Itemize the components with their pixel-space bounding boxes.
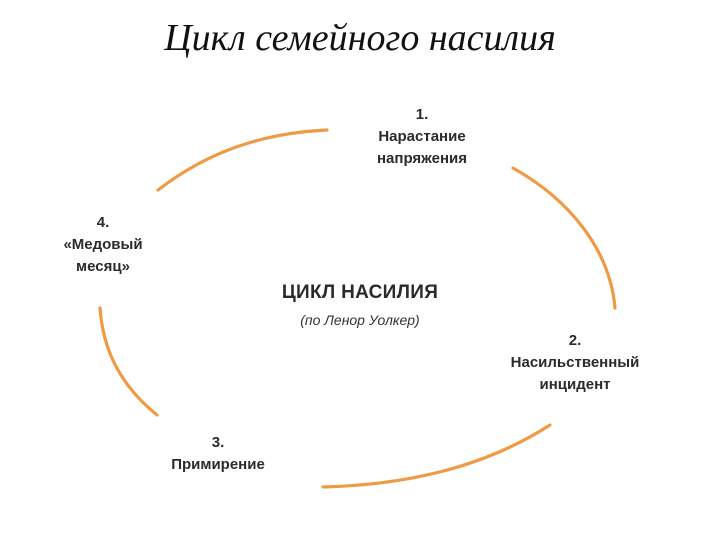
arc-stage3-to-stage4 — [98, 306, 159, 417]
stage-4-number: 4. — [96, 214, 110, 231]
slide-title: Цикл семейного насилия — [164, 17, 556, 59]
stage-4: 4. «Медовый месяц» — [38, 212, 168, 278]
cycle-center-title: ЦИКЛ НАСИЛИЯ — [281, 282, 439, 303]
stage-1-label-line-1: Нарастание — [378, 128, 466, 145]
stage-3-number: 3. — [211, 434, 225, 451]
stage-4-label-line-1: «Медовый — [63, 236, 143, 253]
stage-4-label-line-2: месяц» — [76, 258, 130, 275]
stage-3-label-line-1: Примирение — [171, 456, 265, 473]
stage-2: 2. Насильственный инцидент — [495, 330, 655, 396]
stage-2-number: 2. — [568, 332, 582, 349]
arc-stage2-to-stage3 — [321, 423, 552, 489]
stage-2-label-line-2: инцидент — [539, 376, 611, 393]
arc-stage4-to-stage1 — [156, 128, 329, 192]
stage-1: 1. Нарастание напряжения — [352, 104, 492, 170]
stage-1-number: 1. — [415, 106, 429, 123]
arc-stage1-to-stage2 — [511, 166, 617, 310]
cycle-center-subtitle: (по Ленор Уолкер) — [300, 312, 420, 328]
stage-3: 3. Примирение — [148, 432, 288, 476]
stage-2-label-line-1: Насильственный — [510, 354, 640, 371]
stage-1-label-line-2: напряжения — [377, 150, 467, 167]
